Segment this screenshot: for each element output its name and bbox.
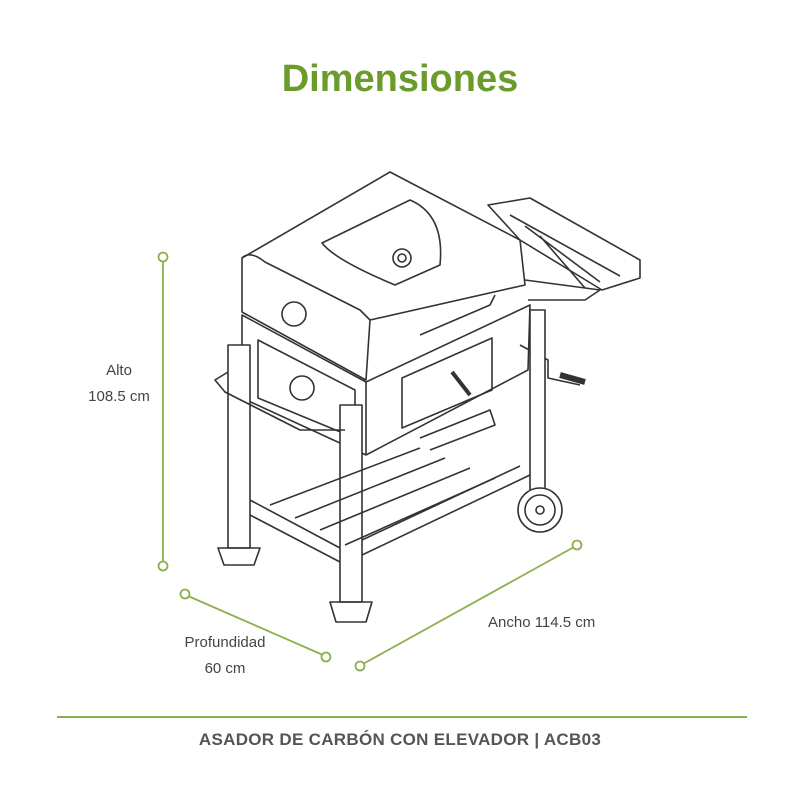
depth-dimension-line xyxy=(187,595,324,656)
depth-label: Profundidad 60 cm xyxy=(160,630,290,682)
width-dimension-line xyxy=(362,546,575,665)
height-value: 108.5 cm xyxy=(88,388,150,405)
height-label: Alto 108.5 cm xyxy=(74,358,164,410)
product-name: ASADOR DE CARBÓN CON ELEVADOR | ACB03 xyxy=(198,730,602,749)
width-label: Ancho 114.5 cm xyxy=(488,614,596,631)
depth-value: 60 cm xyxy=(204,660,246,677)
height-label-text: Alto xyxy=(106,362,132,379)
page-title: Dimensiones xyxy=(281,58,519,100)
depth-label-text: Profundidad xyxy=(184,634,266,651)
footer-divider xyxy=(57,716,747,718)
